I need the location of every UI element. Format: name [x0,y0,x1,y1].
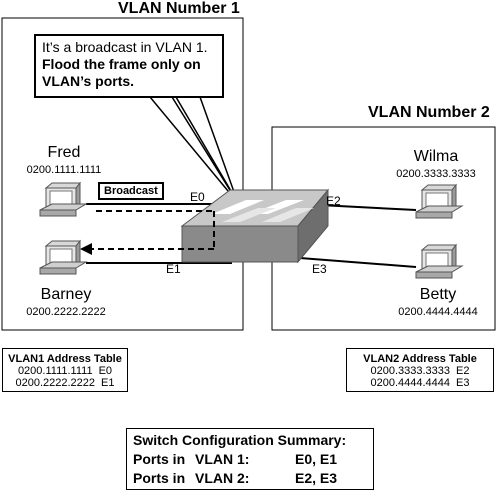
callout-text: It’s a broadcast in VLAN 1. [42,39,208,55]
table-mac: 0200.4444.4444 [370,377,451,389]
summary-vlan: VLAN 1: [195,451,250,467]
table-mac: 0200.3333.3333 [370,365,451,377]
host-betty-name: Betty [419,286,457,303]
summary-line: Ports in VLAN 2: E2, E3 [133,469,367,488]
port-e0-label: E0 [190,190,205,204]
host-barney-mac: 0200.2222.2222 [26,306,106,318]
host-betty-mac: 0200.4444.4444 [398,306,478,318]
table-mac: 0200.1111.1111 [17,365,93,377]
table-title: VLAN1 Address Table [8,353,122,365]
host-barney-name: Barney [40,286,92,303]
summary-label: Ports in [133,470,186,486]
table-row: 0200.1111.1111 E0 [3,365,127,377]
host-fred-mac: 0200.1111.1111 [26,164,102,176]
vlan2-address-table: VLAN2 Address Table 0200.3333.3333 E2 02… [346,348,494,392]
table-port: E3 [456,377,470,389]
switch-icon [180,188,330,264]
host-wilma-name: Wilma [413,148,459,165]
port-e2-label: E2 [326,194,341,208]
summary-title: Switch Configuration Summary: [133,432,347,448]
broadcast-arrowhead [80,243,92,255]
pc-wilma-icon [415,183,464,219]
vlan2-title: VLAN Number 2 [368,104,490,121]
summary-ports: E0, E1 [295,451,338,467]
pc-fred-icon [39,181,88,217]
summary-ports: E2, E3 [295,470,338,486]
host-fred-name: Fred [47,144,81,161]
summary-line: Ports in VLAN 1: E0, E1 [133,450,367,469]
vlan1-title: VLAN Number 1 [118,0,240,17]
broadcast-path [90,210,215,250]
host-wilma-mac: 0200.3333.3333 [396,168,476,180]
callout-pointer-2 [174,96,239,204]
vlan1-address-table: VLAN1 Address Table 0200.1111.1111 E0 02… [2,348,128,392]
summary-vlan: VLAN 2: [195,470,250,486]
link-e3 [299,257,417,268]
summary-label: Ports in [133,451,186,467]
table-row: 0200.2222.2222 E1 [3,377,127,389]
port-e1-label: E1 [166,262,181,276]
vlan1-boundary [1,17,244,331]
table-row: 0200.4444.4444 E3 [347,377,493,389]
table-port: E1 [101,377,115,389]
table-title: VLAN2 Address Table [363,353,477,365]
table-row: 0200.3333.3333 E2 [347,365,493,377]
table-port: E2 [456,365,470,377]
pc-betty-icon [415,243,464,279]
table-mac: 0200.2222.2222 [15,377,96,389]
callout-bold-text: Flood the frame only on VLAN’s ports. [42,56,201,89]
table-port: E0 [98,365,113,377]
pc-barney-icon [39,239,88,275]
port-e3-label: E3 [312,262,327,276]
switch-config-summary: Switch Configuration Summary: Ports in V… [126,428,374,490]
callout-box: It’s a broadcast in VLAN 1. Flood the fr… [34,34,224,98]
broadcast-label: Broadcast [98,182,164,200]
